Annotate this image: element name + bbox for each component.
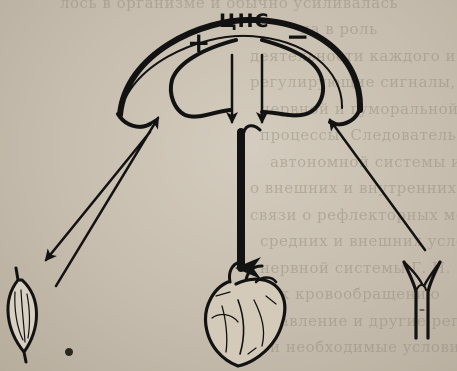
muscle-efferent-arrow bbox=[46, 132, 150, 260]
spindle-muscle-icon bbox=[8, 268, 37, 362]
heart-icon bbox=[206, 262, 285, 366]
negative-sign: − bbox=[286, 20, 309, 53]
vessel-afferent-arrow bbox=[330, 120, 425, 250]
ink-dot bbox=[65, 348, 73, 356]
positive-sign: + bbox=[187, 26, 210, 59]
branching-vessel-icon bbox=[404, 262, 440, 338]
cns-label: ЦНС bbox=[219, 10, 269, 32]
central-hook bbox=[244, 126, 260, 132]
cns-arc-right-end bbox=[330, 108, 360, 124]
muscle-afferent-arrow bbox=[56, 118, 158, 286]
cns-arc bbox=[120, 20, 360, 115]
